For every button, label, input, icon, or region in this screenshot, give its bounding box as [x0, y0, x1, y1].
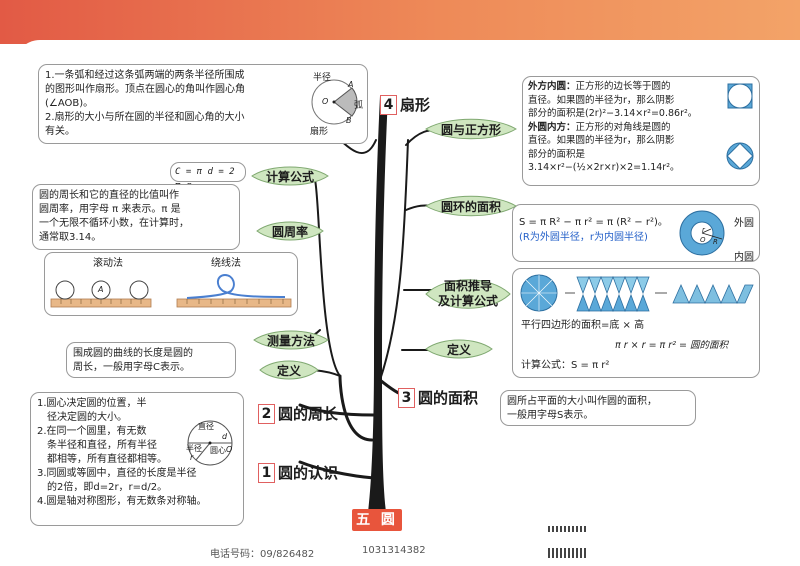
ring-outer-label: 外圆 [734, 218, 754, 229]
qr-code-bottom [548, 548, 588, 558]
prop-text-2: 径决定圆的大小。 [47, 412, 127, 423]
chapter-4-text: 扇形 [400, 96, 431, 114]
prop-text-4: 条半径和直径，所有半径 [47, 440, 157, 451]
leaf-measure: 测量方法 [252, 328, 330, 352]
leaf-ring-area: 圆环的面积 [424, 193, 518, 219]
radius-r-label: r [190, 453, 194, 462]
prop-text-6: 3.同圆或等圆中，直径的长度是半径 [37, 468, 197, 479]
leaf-definition-area: 定义 [424, 337, 494, 361]
chapter-2-text: 圆的周长 [278, 405, 339, 423]
ring-r-label: r [702, 226, 705, 234]
outer-circle-text-1: 正方形的对角线是圆的 [575, 121, 671, 133]
chapter-3-label: 3 圆的面积 [398, 387, 478, 408]
radius-label: 半径 [186, 444, 202, 453]
leaf-circle-square: 圆与正方形 [424, 116, 518, 142]
chapter-4-label: 4 扇形 [380, 94, 430, 115]
chapter-1-number: 1 [258, 462, 275, 483]
leaf-pi: 圆周率 [255, 219, 325, 243]
sector-radius-label: 半径 [313, 73, 332, 83]
footer-number: 1031314382 [362, 545, 426, 556]
outer-square-text-1: 正方形的边长等于圆的 [575, 81, 671, 92]
chapter-1-label: 1 圆的认识 [258, 462, 338, 483]
circumference-def-1: 围成圆的曲线的长度是圆的 [73, 348, 193, 359]
sector-figure [311, 79, 358, 125]
chapter-2-number: 2 [258, 403, 275, 424]
ring-R-label: R [713, 238, 718, 246]
footer-phone: 电话号码：09/826482 [210, 549, 315, 560]
prop-text-7: 的2倍，即d=2r，r=d/2。 [47, 482, 168, 493]
leaf-definition-circumference: 定义 [258, 358, 320, 382]
chapter-3-text: 圆的面积 [418, 389, 479, 407]
wrap-method-label: 绕线法 [211, 258, 241, 269]
sector-b-label: B [346, 116, 352, 125]
sector-sector-label: 扇形 [310, 127, 329, 137]
sector-a-label: A [348, 80, 354, 89]
qr-code-top [548, 526, 588, 532]
measurement-illustration [50, 273, 292, 308]
area-derivation-box: 平行四边形的面积=底 × 高 π r × r = π r² = 圆的面积 计算公… [512, 268, 760, 378]
roll-method-label: 滚动法 [93, 258, 123, 269]
pi-definition-box: 圆的周长和它的直径的比值叫作 圆周率，用字母 π 来表示。π 是 一个无限不循环… [32, 184, 240, 250]
sector-text-3: (∠AOB)。 [45, 98, 94, 109]
circle-properties-box: 1.圆心决定圆的位置，半 径决定圆的大小。 2.在同一个圆里，有无数 条半径和直… [30, 392, 244, 526]
pi-text-3: 一个无限不循环小数，在计算时， [39, 218, 189, 229]
circumference-definition-box: 围成圆的曲线的长度是圆的 周长，一般用字母C表示。 [66, 342, 236, 378]
area-def-1: 圆所占平面的大小叫作圆的面积， [507, 396, 657, 407]
area-definition-box: 圆所占平面的大小叫作圆的面积， 一般用字母S表示。 [500, 390, 696, 426]
diameter-d-label: d [222, 432, 228, 441]
outer-square-title: 外方内圆： [528, 81, 576, 92]
parallelogram-area-text: 平行四边形的面积=底 × 高 [521, 320, 645, 331]
square-circle-figures [726, 83, 754, 170]
sector-text-2: 的图形叫作扇形。顶点在圆心的角叫作圆心角 [45, 84, 245, 95]
circumference-def-2: 周长，一般用字母C表示。 [73, 362, 190, 373]
outer-circle-text-3: 部分的面积是 [528, 148, 586, 160]
sector-o-label: O [322, 97, 329, 106]
prop-text-8: 4.圆是轴对称图形，有无数条对称轴。 [37, 496, 207, 507]
measurement-methods-box: 滚动法 绕线法 A [44, 252, 298, 316]
derivation-illustration [520, 274, 754, 313]
prop-text-5: 都相等，所有直径都相等。 [47, 454, 167, 465]
center-o-label: O [226, 445, 233, 454]
sector-text-4: 2.扇形的大小与所在圆的半径和圆心角的大小 [45, 112, 245, 123]
center-label: 圆心 [210, 446, 226, 455]
circle-square-box: 外方内圆：正方形的边长等于圆的 直径。如果圆的半径为r，那么阴影 部分的面积是(… [522, 76, 760, 186]
ring-note: (R为外圆半径，r为内圆半径) [519, 232, 648, 243]
chapter-title: 五 圆 [352, 509, 402, 531]
ring-figure [679, 210, 725, 256]
chapter-1-text: 圆的认识 [278, 464, 339, 482]
chapter-2-label: 2 圆的周长 [258, 403, 338, 424]
pi-text-2: 圆周率，用字母 π 来表示。π 是 [39, 204, 181, 215]
prop-text-3: 2.在同一个圆里，有无数 [37, 426, 147, 437]
pi-text-1: 圆的周长和它的直径的比值叫作 [39, 190, 179, 201]
outer-circle-text-2: 直径。如果圆的半径为r，那么阴影 [528, 135, 675, 146]
outer-square-text-2: 直径。如果圆的半径为r，那么阴影 [528, 94, 675, 106]
outer-circle-title: 外圆内方： [528, 121, 576, 133]
leaf-area-derivation: 面积推导 及计算公式 [424, 275, 512, 313]
ring-formula: S = π R² − π r² = π (R² − r²)。 [519, 217, 668, 228]
circle-area-derivation-text: π r × r = π r² = 圆的面积 [615, 340, 729, 351]
chapter-3-number: 3 [398, 387, 415, 408]
ring-o-label: O [700, 236, 706, 244]
roll-point-label: A [98, 285, 104, 294]
prop-text-1: 1.圆心决定圆的位置，半 [37, 398, 147, 409]
sector-box: 1.一条弧和经过这条弧两端的两条半径所围成 的图形叫作扇形。顶点在圆心的角叫作圆… [38, 64, 368, 144]
pi-text-4: 通常取3.14。 [39, 232, 102, 243]
outer-square-text-3: 部分的面积是(2r)²−3.14×r²=0.86r²。 [528, 108, 698, 119]
area-formula-text: 计算公式：S = π r² [521, 360, 610, 371]
outer-circle-text-4: 3.14×r²−(½×2r×r)×2=1.14r²。 [528, 162, 680, 173]
circumference-formula-box: C = π d = 2 π r [170, 162, 246, 191]
diameter-label: 直径 [198, 422, 214, 431]
circle-diagram [187, 420, 233, 466]
area-def-2: 一般用字母S表示。 [507, 410, 594, 421]
sector-text-5: 有关。 [45, 126, 75, 137]
leaf-calc-formula: 计算公式 [250, 164, 330, 188]
chapter-4-number: 4 [380, 94, 397, 115]
sector-arc-label: 弧 [354, 101, 364, 111]
top-banner [0, 0, 800, 44]
ring-inner-label: 内圆 [734, 252, 754, 263]
sector-text-1: 1.一条弧和经过这条弧两端的两条半径所围成 [45, 70, 245, 81]
